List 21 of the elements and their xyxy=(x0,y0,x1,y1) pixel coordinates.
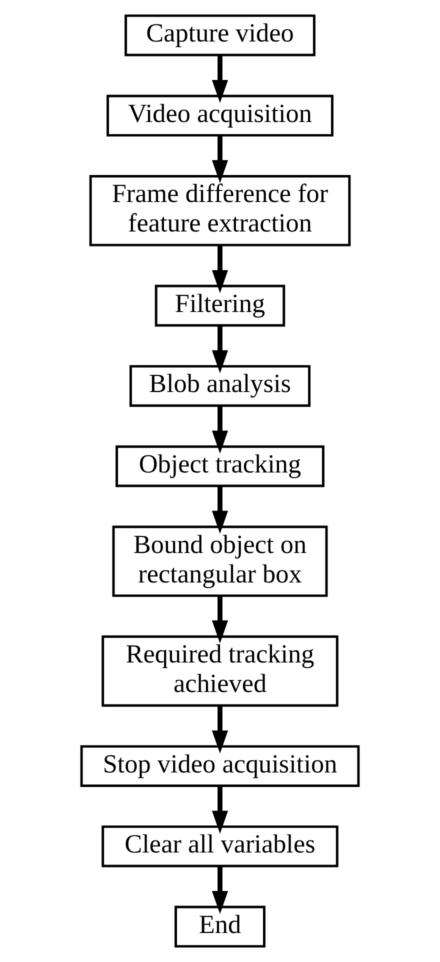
node-box: Required tracking achieved xyxy=(102,635,338,707)
node-box: Frame difference for feature extraction xyxy=(89,175,351,246)
node-box: Filtering xyxy=(154,284,286,327)
arrow xyxy=(212,56,228,103)
arrow xyxy=(212,245,228,294)
node-box: Blob analysis xyxy=(129,365,311,407)
arrow xyxy=(212,135,228,184)
arrow xyxy=(212,596,228,644)
node-box: End xyxy=(174,906,266,948)
arrow xyxy=(212,706,228,754)
node-box: Capture video xyxy=(124,14,316,56)
arrow xyxy=(212,326,228,374)
node-box: Stop video acquisition xyxy=(80,745,360,787)
arrow xyxy=(212,406,228,454)
node-box: Video acquisition xyxy=(106,94,334,137)
node-box: Clear all variables xyxy=(102,825,338,868)
node-box: Object tracking xyxy=(116,445,324,488)
node-box: Bound object on rectangular box xyxy=(112,526,328,597)
arrow xyxy=(212,786,228,834)
arrow xyxy=(212,866,228,914)
arrow xyxy=(212,486,228,534)
